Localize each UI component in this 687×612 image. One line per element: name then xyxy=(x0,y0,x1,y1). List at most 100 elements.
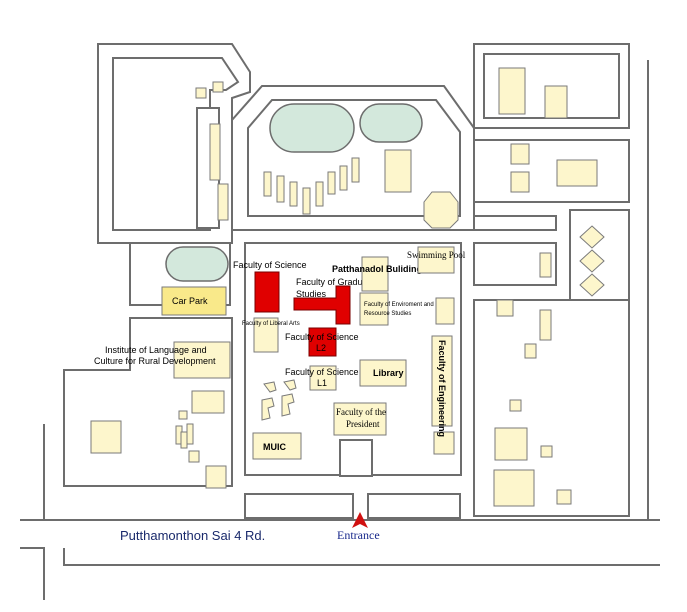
patthanadol-label: Patthanadol Buliding xyxy=(332,264,422,274)
resource-studies-label: Resource Studies xyxy=(364,311,411,317)
building xyxy=(178,410,188,420)
institute-of-language[interactable]: Institute of Language and Culture for Ru… xyxy=(94,341,231,379)
science-l2-code: L2 xyxy=(316,343,326,353)
engineering-building xyxy=(431,335,453,427)
building xyxy=(186,423,194,445)
science-l1-building xyxy=(309,365,337,391)
engineering-label: Faculty of Engineering xyxy=(437,340,447,437)
road-entrance-gate xyxy=(339,439,373,477)
president-label-line2: President xyxy=(346,419,380,429)
muic[interactable]: MUIC xyxy=(252,432,302,460)
building-diamond xyxy=(579,249,605,273)
entrance-label: Entrance xyxy=(337,528,380,542)
liberal-arts-building xyxy=(253,317,279,353)
science-l2-building xyxy=(308,327,337,357)
building xyxy=(494,427,528,461)
faculty-of-environment-building xyxy=(359,292,389,326)
building xyxy=(556,159,598,187)
building xyxy=(209,123,221,181)
building xyxy=(205,465,227,489)
red-chevron-up-icon xyxy=(352,512,368,528)
building xyxy=(276,175,285,203)
building xyxy=(496,299,514,317)
faculty-of-environment[interactable]: Faculty of Enviroment and Resource Studi… xyxy=(359,292,434,326)
road-edge-lower-left xyxy=(20,547,45,600)
road-block-east-2 xyxy=(473,215,557,231)
building xyxy=(510,171,530,193)
institute-label-line2: Culture for Rural Development xyxy=(94,356,216,366)
president-label-line1: Faculty of the xyxy=(336,407,386,417)
building xyxy=(283,379,297,391)
liberal-arts-label: Faculty of Liberal Arts xyxy=(242,321,300,327)
studies-label: Studies xyxy=(296,289,327,299)
faculty-of-graduate-building xyxy=(293,285,351,325)
building xyxy=(539,309,552,341)
science-l2-label: Faculty of Science xyxy=(285,332,359,342)
faculty-of-graduate-label: Faculty of Graduate xyxy=(296,277,375,287)
building xyxy=(281,393,295,417)
faculty-of-engineering[interactable]: Faculty of Engineering xyxy=(431,335,453,437)
building xyxy=(315,181,324,207)
pool-oval-carpark xyxy=(165,246,229,282)
building xyxy=(263,381,277,393)
building xyxy=(539,252,552,278)
road-edge-bottom xyxy=(63,548,660,566)
buildings xyxy=(90,67,605,507)
science-l1-label: Faculty of Science xyxy=(285,367,359,377)
patthanadol-building-block xyxy=(361,256,389,292)
entrance-marker[interactable]: Entrance xyxy=(337,512,380,542)
building xyxy=(433,431,455,455)
faculty-of-liberal-arts[interactable]: Faculty of Liberal Arts xyxy=(242,317,300,353)
building xyxy=(556,489,572,505)
building xyxy=(327,171,336,195)
building xyxy=(435,297,455,325)
swimming-pool[interactable]: Swimming Pool xyxy=(407,246,466,274)
building xyxy=(544,85,568,119)
building xyxy=(289,181,298,207)
road-block-east-1 xyxy=(473,139,630,203)
faculty-of-science[interactable]: Faculty of Science xyxy=(233,260,307,313)
swimming-pool-label: Swimming Pool xyxy=(407,250,466,260)
building xyxy=(339,165,348,191)
institute-building xyxy=(173,341,231,379)
building xyxy=(263,171,272,197)
faculty-of-science-l1[interactable]: Faculty of Science L1 xyxy=(285,365,359,391)
building xyxy=(191,390,225,414)
building xyxy=(188,450,200,463)
pool-oval-right xyxy=(359,103,423,143)
building-octagon xyxy=(423,191,459,229)
building xyxy=(493,469,535,507)
road-strip-bottom-right xyxy=(367,493,461,519)
building xyxy=(195,87,207,99)
building xyxy=(180,431,188,449)
faculty-env-label: Faculty of Enviroment and xyxy=(364,302,434,308)
building xyxy=(217,183,229,221)
building xyxy=(524,343,537,359)
library[interactable]: Library xyxy=(359,359,407,387)
building-diamond xyxy=(579,273,605,297)
institute-label-line1: Institute of Language and xyxy=(105,345,207,355)
muic-building xyxy=(252,432,302,460)
pool-oval-left xyxy=(269,103,355,153)
swimming-pool-block xyxy=(417,246,455,274)
building xyxy=(90,420,122,454)
building xyxy=(302,187,311,215)
car-park[interactable]: Car Park xyxy=(161,286,227,316)
muic-label: MUIC xyxy=(263,442,286,452)
patthanadol-building[interactable]: Patthanadol Buliding xyxy=(332,256,422,292)
building xyxy=(351,157,360,183)
building xyxy=(261,397,275,421)
car-park-label: Car Park xyxy=(172,296,208,306)
president-building xyxy=(333,402,387,436)
library-building xyxy=(359,359,407,387)
building-diamond xyxy=(579,225,605,249)
road-strip-bottom-left xyxy=(244,493,354,519)
faculty-of-the-president[interactable]: Faculty of the President xyxy=(333,402,387,436)
faculty-of-graduate-studies[interactable]: Faculty of Graduate Studies xyxy=(293,277,375,325)
faculty-of-science-l2[interactable]: Faculty of Science L2 xyxy=(285,327,359,357)
car-park-area xyxy=(161,286,227,316)
building xyxy=(384,149,412,193)
building xyxy=(498,67,526,115)
science-l1-code: L1 xyxy=(317,378,327,388)
